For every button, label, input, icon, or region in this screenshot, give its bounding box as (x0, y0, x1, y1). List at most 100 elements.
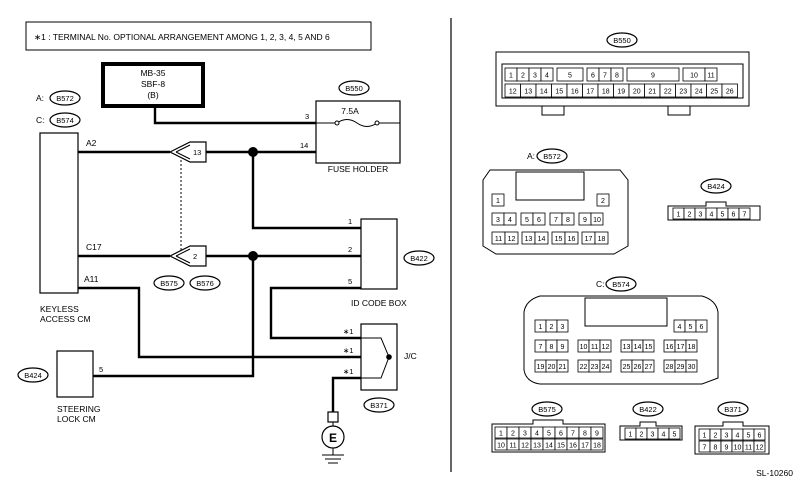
b572-pin-8: 8 (566, 217, 570, 224)
b574-pin-17: 17 (677, 344, 685, 351)
connector-b424-label: B424 (24, 371, 42, 380)
b574-pin-12-cell (599, 339, 612, 353)
steering-label-1: STEERING (57, 404, 100, 414)
b572-pin-6: 6 (537, 217, 541, 224)
b574-pin-21: 21 (559, 364, 567, 371)
b422-pin-5: 5 (673, 432, 677, 439)
a-prefix: A: (36, 93, 44, 103)
b574-pin-4: 4 (678, 324, 682, 331)
b572-pin-3: 3 (496, 217, 500, 224)
b424-pin-1: 1 (677, 212, 681, 219)
b371-pin-7: 7 (703, 445, 707, 452)
pin-id-2: 2 (348, 245, 352, 254)
keyless-access-cm-box (39, 132, 79, 294)
b574-pin-18-cell (685, 339, 698, 353)
view-b371-title: B371 (724, 405, 742, 414)
b550-pin-2: 2 (521, 73, 525, 80)
pin-a2: A2 (86, 138, 97, 148)
b550-pin-5-cell (556, 67, 584, 82)
b575-pin-10: 10 (497, 443, 505, 450)
b572-pin-15: 15 (555, 236, 563, 243)
b550-pin-7: 7 (603, 73, 607, 80)
b422-pin-2: 2 (640, 432, 644, 439)
b371-pin-12: 12 (756, 445, 764, 452)
b574-pin-10: 10 (580, 344, 588, 351)
b575-pin-1: 1 (499, 431, 503, 438)
pin-jc-1b: ∗1 (343, 346, 353, 355)
b550-pin-4-cell (540, 67, 554, 82)
b550-pin-11-cell (704, 67, 718, 82)
pin-fuse-3: 3 (305, 112, 309, 121)
connector-b422-label: B422 (410, 254, 428, 263)
wire-id5-to-jc (269, 286, 361, 340)
b572-pin-1: 1 (496, 198, 500, 205)
b575-pin-11: 11 (509, 443, 516, 450)
b550-pin-6: 6 (591, 73, 595, 80)
b572-pin-12: 12 (508, 236, 516, 243)
b575-pin-12: 12 (521, 443, 529, 450)
splice-top (248, 147, 258, 157)
b574-pin-18: 18 (688, 344, 696, 351)
b572-pin-16-cell (564, 231, 579, 245)
b371-pin-1: 1 (703, 433, 707, 440)
b422-pin-5-cell (668, 427, 681, 440)
pin-a11: A11 (84, 274, 99, 284)
view-b574-callout (605, 276, 637, 292)
b371-pin-6: 6 (758, 433, 762, 440)
b574-pin-3: 3 (561, 324, 565, 331)
b550-pin-3: 3 (533, 73, 537, 80)
view-b572-window (515, 171, 585, 201)
connector-callout-b575 (153, 275, 185, 291)
b574-pin-5: 5 (689, 324, 693, 331)
b574-pin-26: 26 (634, 364, 642, 371)
b572-pin-18-cell (594, 231, 609, 245)
b424-pin-3: 3 (699, 212, 703, 219)
b572-pin-14: 14 (538, 236, 546, 243)
b572-pin-16: 16 (568, 236, 576, 243)
b572-pin-10-cell (590, 212, 604, 226)
b371-pin-5: 5 (747, 433, 751, 440)
b550-pin-8: 8 (615, 73, 619, 80)
connector-b575-label: B575 (160, 279, 178, 288)
view-b574-prefix: C: (596, 279, 605, 289)
b572-pin-10: 10 (593, 217, 601, 224)
fuse-holder-label: FUSE HOLDER (328, 164, 388, 174)
sbf8-label: SBF-8 (141, 79, 165, 89)
fuse-terminal-left (334, 120, 340, 126)
fuse-holder-box (315, 100, 401, 164)
b574-pin-9-cell (556, 339, 569, 353)
view-b574-window (584, 297, 668, 327)
pin-13: 13 (193, 148, 201, 157)
b574-pin-16: 16 (666, 344, 674, 351)
b550-pin-15: 15 (555, 89, 563, 96)
b574-pin-27-cell (642, 359, 655, 373)
jc-label: J/C (404, 351, 417, 361)
b424-pin-4: 4 (710, 212, 714, 219)
b574-pin-14: 14 (634, 344, 642, 351)
b575-pin-9: 9 (595, 431, 599, 438)
b572-pin-18: 18 (598, 236, 606, 243)
connector-callout-b574 (49, 112, 81, 128)
b574-pin-12: 12 (602, 344, 610, 351)
view-b575-callout (531, 401, 563, 417)
wire-jc-to-ground (331, 376, 361, 412)
fuse-trace (316, 101, 401, 124)
splice-bottom (248, 251, 258, 261)
b574-pin-28: 28 (666, 364, 674, 371)
b574-pin-23: 23 (591, 364, 599, 371)
wire-a11-to-jc (78, 286, 361, 359)
b574-pin-27: 27 (645, 364, 653, 371)
b550-pin-20: 20 (633, 89, 641, 96)
diagram-id: SL-10260 (756, 468, 793, 478)
connector-callout-b576 (189, 275, 221, 291)
b575-pin-15: 15 (557, 443, 565, 450)
view-b550-callout (606, 32, 638, 48)
b574-pin-11: 11 (591, 344, 598, 351)
ground-terminal (327, 411, 339, 423)
b575-pin-17: 17 (581, 443, 589, 450)
b574-pin-15-cell (642, 339, 655, 353)
b575-pin-8: 8 (583, 431, 587, 438)
b574-pin-30: 30 (688, 364, 696, 371)
